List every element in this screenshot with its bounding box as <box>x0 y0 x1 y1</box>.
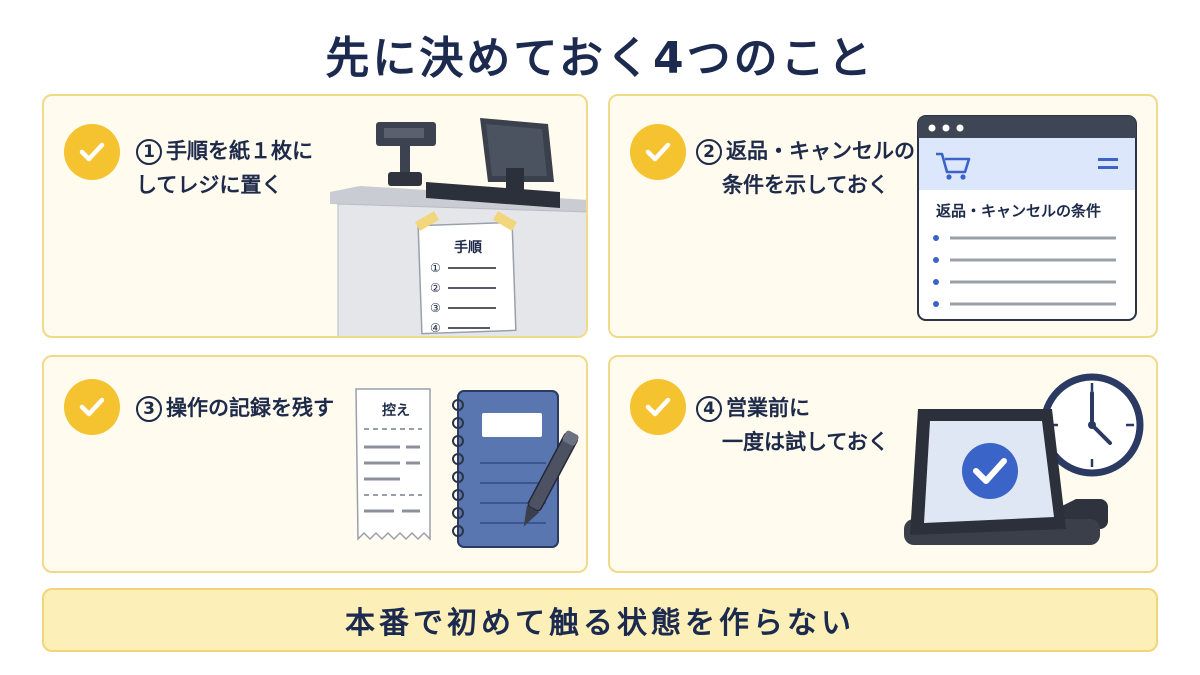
label-line-1: 操作の記録を残す <box>166 396 334 420</box>
tablet-clock-illustration <box>904 373 1144 545</box>
web-page-illustration: 返品・キャンセルの条件 <box>917 115 1137 321</box>
label-line-1: 手順を紙１枚に <box>166 139 313 163</box>
clock-icon <box>1040 373 1144 477</box>
condition-list <box>933 235 1116 307</box>
check-icon <box>630 379 686 435</box>
label-line-1: 返品・キャンセルの <box>726 139 915 163</box>
check-icon <box>64 379 120 435</box>
page-heading: 返品・キャンセルの条件 <box>936 202 1101 220</box>
register-counter-illustration: 手順 ① ② ③ ④ <box>330 118 586 336</box>
step-number: 3 <box>136 396 162 422</box>
menu-icon <box>1098 158 1118 169</box>
label-line-1: 営業前に <box>726 396 810 420</box>
customer-display-icon <box>376 122 436 186</box>
check-icon <box>64 124 120 180</box>
check-icon <box>630 124 686 180</box>
tape <box>492 211 518 231</box>
cart-icon <box>936 152 971 180</box>
label-line-2: してレジに置く <box>136 173 283 197</box>
sheet-title: 手順 <box>454 239 483 256</box>
step-number: 4 <box>696 396 722 422</box>
tape <box>414 211 440 231</box>
step-mark: ① <box>430 261 441 275</box>
step-mark: ④ <box>430 321 441 335</box>
pos-terminal-icon <box>426 118 560 208</box>
receipt-notebook-illustration: 控え <box>355 388 579 548</box>
page-title: 先に決めておく4つのこと <box>325 33 875 84</box>
receipt-title: 控え <box>382 402 410 419</box>
label-line-2: 条件を示しておく <box>722 173 889 197</box>
pen-icon <box>523 430 579 527</box>
label-line-2: 一度は試しておく <box>722 430 889 454</box>
check-icon <box>962 443 1018 499</box>
procedure-sheet: 手順 ① ② ③ ④ <box>414 211 518 335</box>
step-number: 1 <box>136 139 162 165</box>
step-number: 2 <box>696 139 722 165</box>
receipt: 控え <box>355 388 431 541</box>
step-mark: ② <box>430 281 441 295</box>
footer-message: 本番で初めて触る状態を作らない <box>42 588 1158 652</box>
step-mark: ③ <box>430 301 441 315</box>
notebook-icon <box>452 390 559 548</box>
